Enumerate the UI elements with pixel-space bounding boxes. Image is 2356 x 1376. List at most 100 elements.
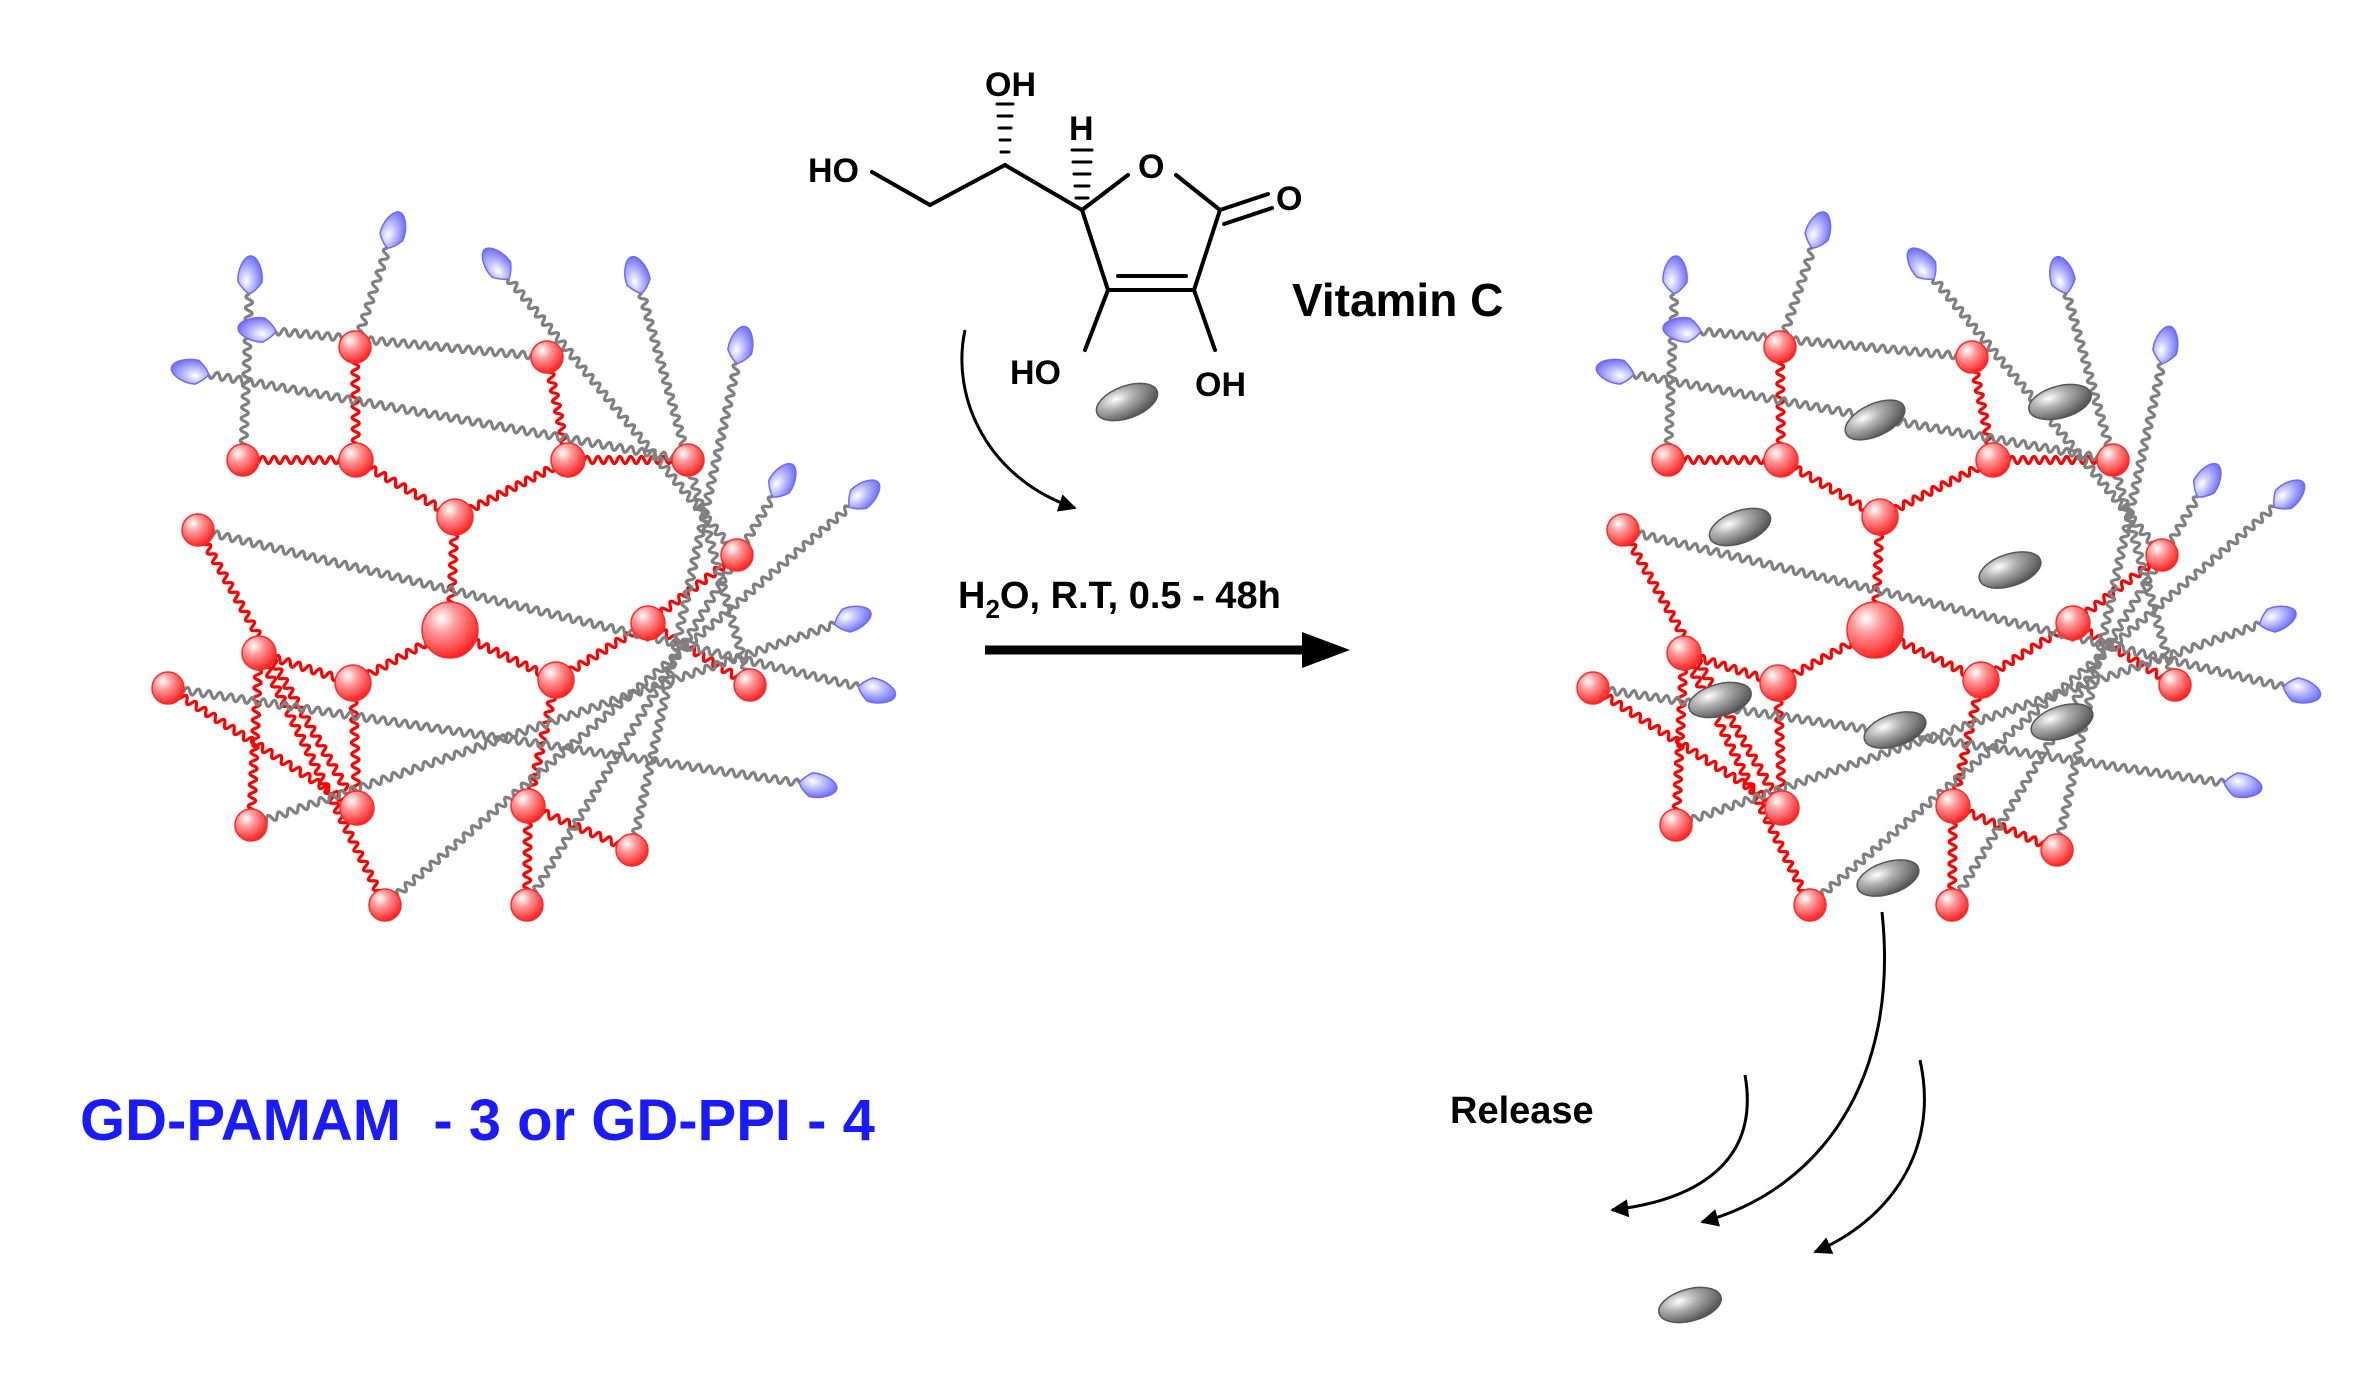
branch-nodes	[1576, 330, 2192, 922]
cargo-molecule	[1856, 859, 1920, 897]
enol-hydroxyl-left-label: HO	[1010, 354, 1061, 392]
cargo-molecule	[1658, 1286, 1722, 1324]
core-link	[1666, 454, 1783, 466]
dendrimer-loaded	[1576, 211, 2322, 922]
branch-node	[339, 790, 375, 826]
bond	[1083, 288, 1110, 352]
spacer-chain	[2053, 362, 2166, 852]
branch-node	[2055, 605, 2091, 641]
enol-hydroxyl-right-label: OH	[1195, 366, 1246, 404]
dendrimer-label: GD-PAMAM - 3 or GD-PPI - 4	[80, 1088, 875, 1153]
branch-node	[615, 833, 649, 867]
core-link	[1671, 651, 1689, 827]
branch-node	[510, 888, 544, 922]
branch-node	[1793, 888, 1827, 922]
terminal-group	[767, 462, 797, 498]
terminal-group	[1595, 358, 1635, 385]
release-label: Release	[1450, 1090, 1594, 1132]
core-link	[241, 454, 358, 466]
branch-node	[2096, 443, 2130, 477]
spacer-chain	[166, 684, 801, 787]
solvent-symbol: H	[958, 575, 985, 617]
cargo-molecule	[1863, 711, 1927, 749]
branch-node	[151, 671, 185, 705]
branch-nodes	[151, 330, 767, 922]
branch-node	[234, 808, 268, 842]
spacer-chain	[352, 246, 390, 349]
core-link	[1619, 529, 1786, 809]
release-arrow-icon	[1700, 911, 1887, 1227]
bond	[1218, 192, 1270, 212]
cargo-molecule	[2028, 383, 2092, 421]
terminal-group	[1662, 316, 1702, 343]
cargo-molecule	[1688, 681, 1752, 719]
branch-node	[1759, 664, 1797, 702]
spacer-chain	[1777, 246, 1815, 349]
core-link	[2071, 622, 2177, 686]
core-link	[1779, 459, 1882, 518]
terminal-group	[624, 256, 651, 295]
reaction-conditions: H2O, R.T, 0.5 - 48h	[958, 575, 1281, 624]
bond	[1174, 173, 1222, 212]
branch-node	[733, 668, 767, 702]
branch-node	[510, 788, 546, 824]
branch-node	[1935, 788, 1971, 824]
branch-node	[226, 443, 260, 477]
curved-arrow-icon	[960, 329, 1077, 512]
branch-node	[1666, 635, 1702, 671]
branch-node	[1764, 790, 1800, 826]
spacer-chain	[628, 362, 741, 852]
hashed-wedge	[995, 102, 1015, 154]
branch-node	[1651, 443, 1685, 477]
branch-node	[241, 635, 277, 671]
core-link	[453, 456, 570, 521]
bond	[928, 163, 1007, 207]
branch-node	[1606, 513, 1640, 547]
core-link	[526, 804, 634, 852]
bond	[1192, 288, 1217, 352]
core-link	[1991, 454, 2115, 466]
core-links	[1591, 345, 2177, 907]
terminal-group	[727, 325, 754, 365]
branch-node	[1846, 601, 1904, 659]
branch-node	[2145, 538, 2179, 572]
spacer-chain	[1621, 526, 2285, 690]
branch-node	[1576, 671, 1610, 705]
branch-node	[2040, 833, 2074, 867]
branch-node	[1962, 661, 2000, 699]
vitamin-c-labels: HO OH H O O HO OH	[808, 66, 1302, 404]
branch-node	[630, 605, 666, 641]
terminal-group	[2049, 256, 2076, 295]
branch-node	[1975, 442, 2011, 478]
branch-node	[1659, 808, 1693, 842]
terminal-groups	[1595, 211, 2322, 799]
terminal-group	[798, 772, 838, 799]
core-link	[1591, 687, 1784, 809]
hydroxyl-label: HO	[808, 152, 859, 190]
core-link	[1878, 456, 1995, 521]
branch-node	[1955, 340, 1989, 374]
branch-node	[1935, 888, 1969, 922]
core-link	[354, 459, 457, 518]
cargo-molecule	[1844, 399, 1906, 441]
cargo-molecule	[2030, 703, 2094, 741]
bond	[870, 170, 932, 207]
terminal-group	[2273, 479, 2306, 510]
branch-node	[1763, 330, 1797, 364]
terminal-group	[2282, 677, 2322, 704]
branch-node	[334, 664, 372, 702]
bond	[1080, 208, 1110, 292]
terminal-group	[1662, 255, 1688, 295]
branch-node	[1763, 442, 1799, 478]
terminal-group	[848, 479, 881, 510]
branch-node	[1861, 498, 1899, 536]
branch-node	[671, 443, 705, 477]
branch-node	[181, 513, 215, 547]
branch-node	[2158, 668, 2192, 702]
spacer-chain	[1699, 327, 1974, 362]
branch-node	[421, 601, 479, 659]
vitamin-c-structure	[870, 102, 1274, 352]
ring-oxygen-label: O	[1138, 148, 1164, 186]
branch-node	[338, 442, 374, 478]
